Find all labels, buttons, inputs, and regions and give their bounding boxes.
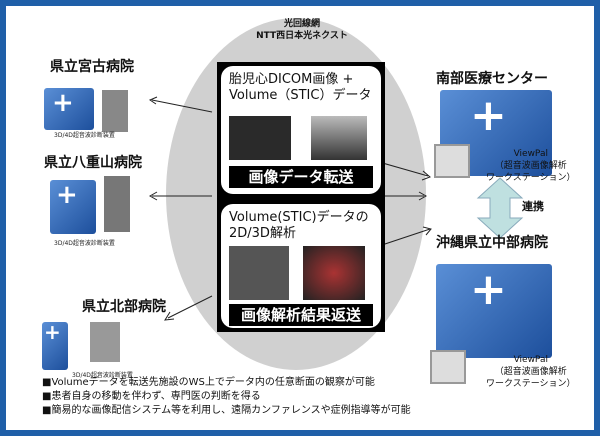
ws-desc: ワークステーション） — [486, 173, 576, 183]
ws-desc: （超音波画像解析 — [494, 161, 567, 171]
ultrasound-device-icon — [102, 90, 128, 132]
bullet-item: ■簡易的な画像配信システム等を利用し、遠隔カンファレンスや症例指導等が可能 — [42, 405, 411, 416]
ws-name: ViewPal — [513, 149, 548, 159]
ws-desc: ワークステーション） — [486, 379, 576, 389]
ws-name: ViewPal — [513, 355, 548, 365]
bullet-item: ■患者自身の移動を伴わず、専門医の判断を得る — [42, 391, 261, 402]
2d-analysis-image — [229, 246, 289, 300]
viewpal-label: ViewPal （超音波画像解析 ワークステーション） — [486, 354, 576, 390]
network-line1: 光回線網 — [283, 19, 320, 29]
hospital-building-icon: + — [50, 180, 96, 234]
hospital-chubu-name: 沖縄県立中部病院 — [436, 235, 548, 251]
analysis-panel: Volume(STIC)データの 2D/3D解析 画像解析結果返送 — [221, 204, 381, 328]
ultrasound-device-icon — [104, 176, 130, 232]
link-label: 連携 — [522, 200, 544, 213]
dicom-image — [229, 116, 291, 160]
ultrasound-device-icon — [90, 322, 120, 362]
bullet-item: ■Volumeデータを転送先施設のWS上でデータ内の任意断面の観察が可能 — [42, 377, 375, 388]
transfer-title: 胎児心DICOM画像 + Volume（STIC）データ — [229, 72, 372, 103]
bullet-list: ■Volumeデータを転送先施設のWS上でデータ内の任意断面の観察が可能 ■患者… — [42, 376, 411, 418]
center-process-box: 胎児心DICOM画像 + Volume（STIC）データ 画像データ転送 Vol… — [217, 62, 385, 332]
device-caption: 3D/4D超音波診断装置 — [54, 132, 115, 139]
hospital-yaeyama-name: 県立八重山病院 — [44, 155, 142, 171]
3d-analysis-image — [303, 246, 365, 300]
workstation-icon — [434, 144, 470, 178]
hospital-building-icon: + — [436, 264, 552, 358]
hospital-building-icon: + — [44, 88, 94, 130]
analysis-title: Volume(STIC)データの 2D/3D解析 — [229, 210, 369, 241]
device-caption: 3D/4D超音波診断装置 — [72, 372, 133, 379]
connection-arrows — [148, 96, 432, 321]
workstation-icon — [430, 350, 466, 384]
volume-image — [311, 116, 367, 160]
hospital-building-icon: + — [42, 320, 68, 370]
network-label: 光回線網 NTT西日本光ネクスト — [232, 18, 372, 42]
hospital-miyako-name: 県立宮古病院 — [50, 59, 134, 75]
transfer-banner: 画像データ転送 — [229, 166, 373, 188]
analysis-banner: 画像解析結果返送 — [229, 304, 373, 326]
hospital-nanbu-name: 南部医療センター — [436, 71, 548, 87]
transfer-panel: 胎児心DICOM画像 + Volume（STIC）データ 画像データ転送 — [221, 66, 381, 194]
ws-desc: （超音波画像解析 — [494, 367, 567, 377]
device-caption: 3D/4D超音波診断装置 — [54, 240, 115, 247]
hospital-hokubu-name: 県立北部病院 — [82, 299, 166, 315]
viewpal-label: ViewPal （超音波画像解析 ワークステーション） — [486, 148, 576, 184]
network-line2: NTT西日本光ネクスト — [256, 31, 348, 41]
link-double-arrow — [476, 177, 524, 239]
